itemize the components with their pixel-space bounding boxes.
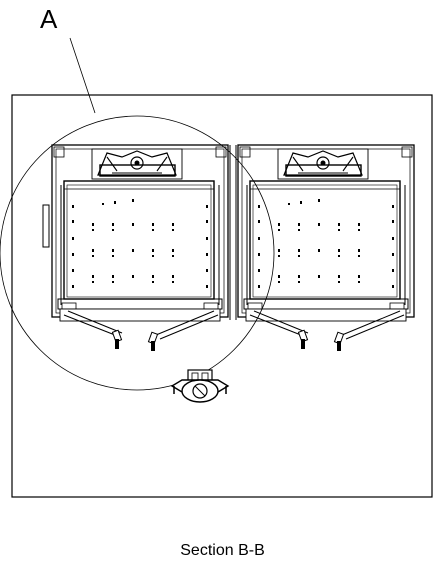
right-cabinet xyxy=(237,144,415,352)
detail-leader-line xyxy=(69,37,96,114)
detail-label: A xyxy=(40,4,58,34)
section-boundary xyxy=(11,94,433,498)
section-caption: Section B-B xyxy=(180,542,265,559)
left-cabinet xyxy=(42,144,229,352)
bottom-fitting xyxy=(170,369,230,403)
detail-circle-a xyxy=(0,115,275,391)
